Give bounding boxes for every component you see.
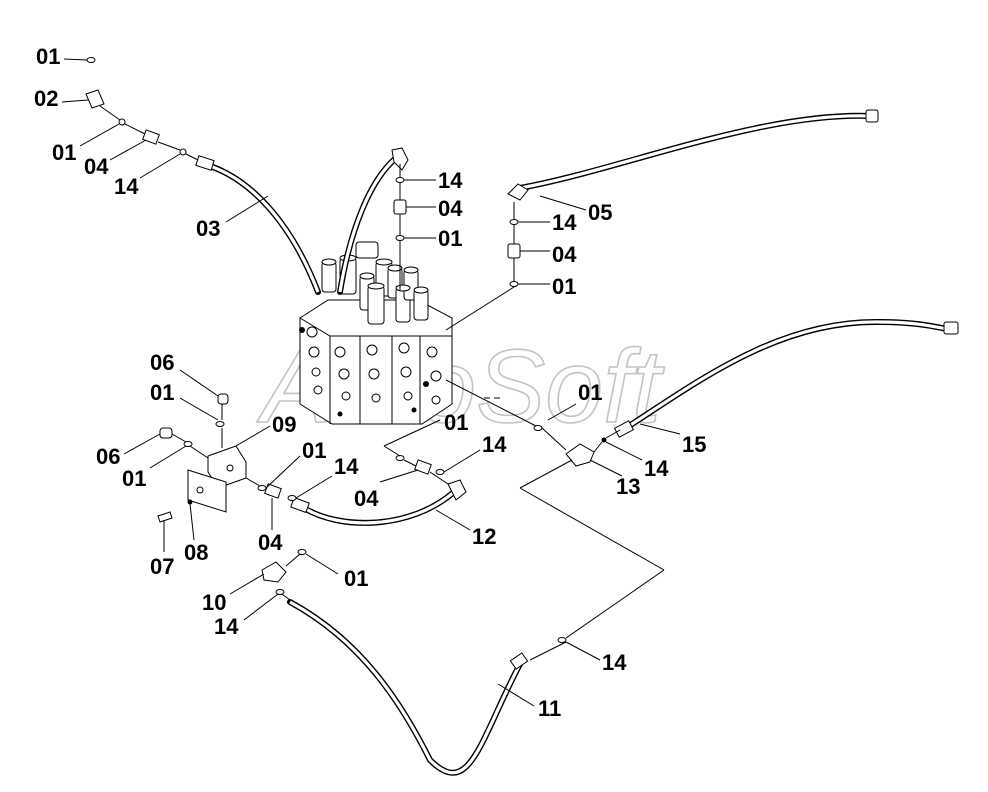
callout-01: 01: [438, 226, 462, 251]
callout-10: 10: [202, 590, 226, 615]
callout-01: 01: [52, 140, 76, 165]
callout-01: 01: [444, 410, 468, 435]
hose-12: [290, 479, 467, 526]
callout-06: 06: [96, 444, 120, 469]
bracket-08: [187, 469, 227, 513]
callout-14: 14: [602, 650, 627, 675]
callout-11: 11: [538, 696, 561, 721]
fittings: [85, 57, 607, 643]
callout-01: 01: [302, 438, 326, 463]
callout-14: 14: [438, 168, 463, 193]
hose-05: [507, 109, 879, 201]
callout-labels: 01 02 01 04 14 03 14 04 01 05 14 04 01 0…: [34, 44, 706, 721]
callout-12: 12: [472, 524, 496, 549]
callout-13: 13: [616, 474, 640, 499]
hose-upper-center: [337, 147, 409, 295]
tee-fitting-02: [85, 89, 105, 109]
callout-01: 01: [344, 566, 368, 591]
callout-08: 08: [184, 540, 208, 565]
hose-03: [195, 155, 321, 295]
callout-02: 02: [34, 86, 58, 111]
callout-03: 03: [196, 216, 220, 241]
callout-01: 01: [150, 380, 174, 405]
callout-09: 09: [272, 412, 296, 437]
callout-14: 14: [644, 456, 669, 481]
callout-01: 01: [578, 380, 602, 405]
callout-14: 14: [334, 454, 359, 479]
callout-04: 04: [552, 242, 577, 267]
callout-15: 15: [682, 432, 706, 457]
callout-01: 01: [122, 466, 146, 491]
valve-ports: [299, 326, 442, 417]
callout-04: 04: [438, 196, 463, 221]
elbow-10: [261, 561, 287, 583]
callout-01: 01: [552, 274, 576, 299]
callout-14: 14: [114, 174, 139, 199]
leader-lines: [61, 58, 681, 707]
seal-01-top: [86, 57, 96, 63]
callout-01: 01: [36, 44, 60, 69]
callout-07: 07: [150, 554, 174, 579]
tee-fitting-13: [565, 443, 595, 467]
hose-15: [613, 318, 959, 438]
screw-07: [157, 511, 173, 523]
callout-04: 04: [354, 486, 379, 511]
callout-04: 04: [84, 154, 109, 179]
solenoid-stack: [321, 241, 429, 325]
control-valve-block: [299, 241, 453, 425]
callout-14: 14: [214, 614, 239, 639]
hose-11: [287, 599, 529, 776]
callout-14: 14: [482, 432, 507, 457]
callout-06: 06: [150, 350, 174, 375]
callout-04: 04: [258, 530, 283, 555]
callout-05: 05: [588, 200, 612, 225]
callout-14: 14: [552, 210, 577, 235]
